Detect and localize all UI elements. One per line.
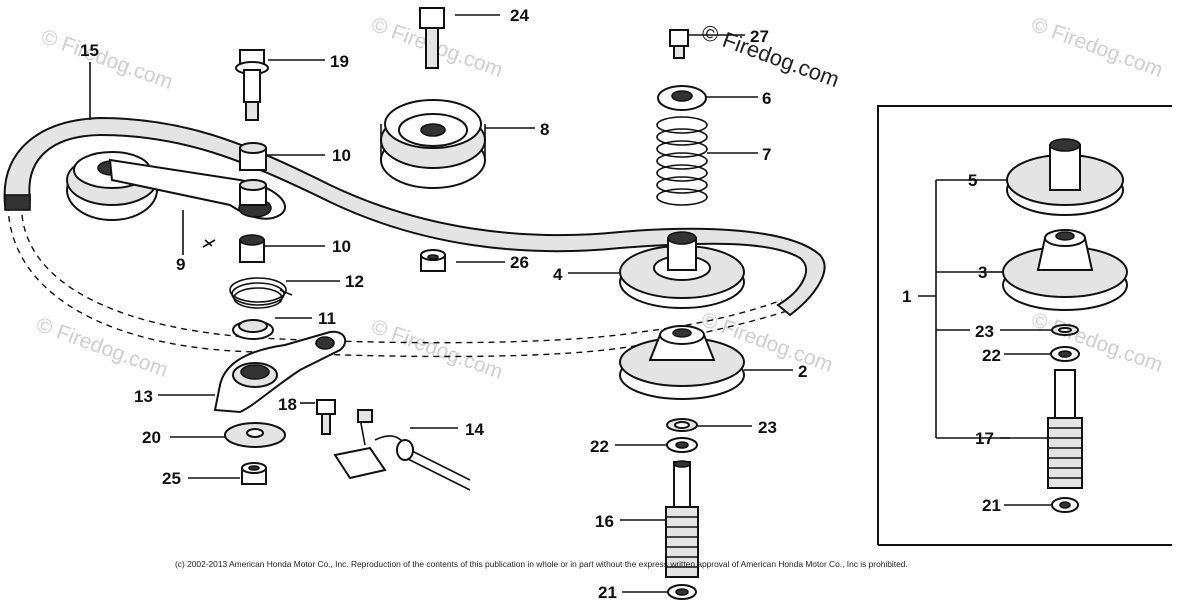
callout-15: 15 — [80, 41, 99, 60]
nut-26 — [420, 249, 446, 272]
flange-bolt-19 — [235, 49, 269, 121]
inset-washer-23 — [1051, 324, 1079, 336]
belt-dashed-path-inner — [21, 214, 783, 344]
collar-10-lower — [239, 234, 265, 263]
bolt-24 — [419, 7, 445, 69]
callout-10-upper: 10 — [332, 146, 351, 165]
idler-pulley-arm — [66, 151, 286, 248]
washer-20 — [224, 422, 286, 448]
watermark: © Firedog.com — [38, 25, 176, 94]
callout-6: 6 — [762, 89, 771, 108]
watermark: © Firedog.com — [33, 313, 171, 382]
bolt-18 — [316, 399, 336, 435]
inset-washer-22 — [1050, 346, 1080, 362]
callout-16: 16 — [595, 512, 614, 531]
callout-20: 20 — [142, 428, 161, 447]
callout-27: 27 — [750, 27, 769, 46]
tension-arm-13 — [213, 330, 347, 414]
washer-21 — [667, 584, 697, 600]
washer-23 — [666, 418, 698, 432]
callout-labels: 24 19 27 6 8 10 7 9 10 26 4 12 11 2 13 1… — [80, 6, 1001, 602]
callout-13: 13 — [134, 387, 153, 406]
inset-callout-22: 22 — [982, 346, 1001, 365]
movable-face-4 — [619, 231, 745, 309]
callout-5: 5 — [968, 171, 977, 190]
leader-lines — [89, 14, 1052, 593]
assembly-bracket — [918, 179, 1010, 439]
callout-9: 9 — [176, 255, 185, 274]
callout-18: 18 — [278, 395, 297, 414]
collar-10-upper — [239, 142, 267, 206]
washer-22 — [666, 437, 698, 453]
bolt-27 — [669, 29, 689, 59]
nut-25 — [241, 462, 267, 485]
callout-25: 25 — [162, 469, 181, 488]
callout-1: 1 — [902, 287, 911, 306]
callout-23: 23 — [758, 418, 777, 437]
spring-12 — [229, 277, 293, 309]
watermark: © Firedog.com — [368, 315, 506, 384]
callout-24: 24 — [510, 6, 529, 25]
assembly-inset-frame — [877, 105, 1172, 546]
callout-3: 3 — [978, 263, 987, 282]
shaft-16 — [665, 460, 699, 578]
callout-19: 19 — [330, 52, 349, 71]
fixed-face-2 — [619, 325, 745, 400]
inset-callout-21: 21 — [982, 496, 1001, 515]
inset-face-5 — [1006, 138, 1124, 216]
callout-7: 7 — [762, 145, 771, 164]
inset-face-3 — [1002, 229, 1128, 311]
spring-7 — [656, 116, 708, 206]
callout-14: 14 — [465, 420, 484, 439]
watermark: © Firedog.com — [1028, 13, 1166, 82]
callout-11: 11 — [318, 309, 336, 328]
watermark: © Firedog.com — [1028, 308, 1166, 377]
inset-washer-21 — [1051, 497, 1079, 513]
pulley-8 — [380, 99, 486, 189]
callout-21: 21 — [598, 583, 617, 602]
inset-callout-23: 23 — [975, 322, 994, 341]
callout-12: 12 — [345, 272, 364, 291]
callout-2: 2 — [798, 362, 807, 381]
watermark-main: © Firedog.com — [698, 19, 842, 92]
cable-bracket-14 — [333, 409, 471, 491]
callout-4: 4 — [553, 265, 563, 284]
callout-22: 22 — [590, 437, 609, 456]
inset-shaft-17 — [1047, 369, 1083, 489]
callout-8: 8 — [540, 120, 549, 139]
copyright-notice: (c) 2002-2013 American Honda Motor Co., … — [175, 559, 908, 569]
callout-17: 17 — [975, 429, 994, 448]
callout-10-lower: 10 — [332, 237, 351, 256]
collar-11 — [232, 319, 274, 340]
spring-seat-6 — [657, 85, 707, 111]
callout-26: 26 — [510, 253, 529, 272]
